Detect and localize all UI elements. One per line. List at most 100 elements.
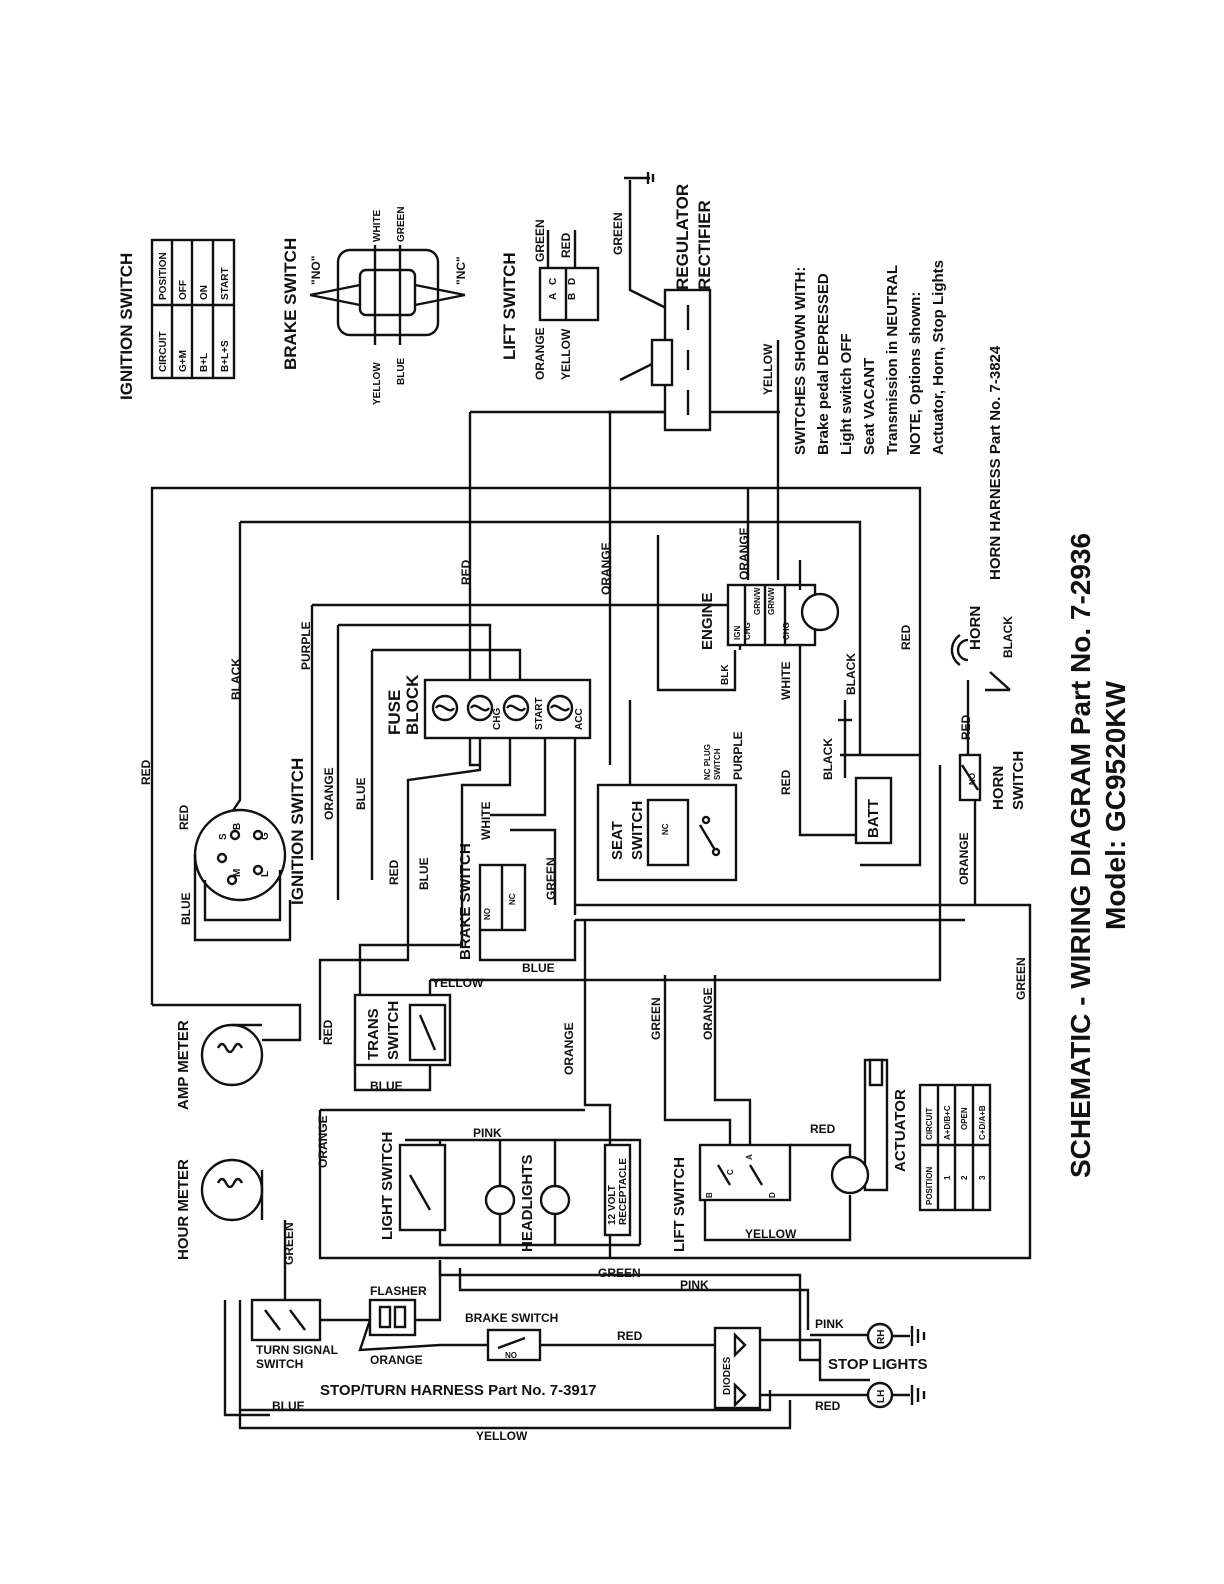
ign-l: L: [260, 871, 271, 877]
wire-red-far-left: RED: [139, 759, 153, 785]
seat-nc: NC: [661, 823, 670, 835]
seat-switch-label: SWITCH: [629, 801, 646, 860]
horn-switch-label-2: SWITCH: [1010, 751, 1027, 810]
ign-g: G: [260, 832, 271, 840]
horn-switch-label-1: HORN: [990, 766, 1007, 810]
wire-black-left: BLACK: [229, 658, 243, 700]
wire-orange-horn: ORANGE: [957, 832, 971, 885]
wire-orange-light: ORANGE: [316, 1115, 330, 1168]
wire-red-stop: RED: [815, 1399, 841, 1413]
wire-blue-lower: BLUE: [272, 1399, 305, 1413]
block-label: BLOCK: [403, 674, 422, 735]
nc-plug-label-2: SWITCH: [713, 748, 722, 780]
horn-no: NO: [968, 773, 977, 785]
engine-ign: IGN: [733, 626, 742, 640]
engine-label: ENGINE: [699, 592, 716, 650]
wire-yellow-trans: YELLOW: [432, 976, 484, 990]
brake-small-no: NO: [505, 1351, 517, 1360]
fuse-start: START: [534, 697, 545, 730]
wire-yellow-lift: YELLOW: [745, 1227, 797, 1241]
lift-a: A: [745, 1154, 754, 1160]
brake-detail-green: GREEN: [396, 206, 407, 242]
horn: [950, 634, 1011, 692]
engine-chg-2: CHG: [782, 622, 791, 640]
turn-signal-label-1: TURN SIGNAL: [256, 1343, 338, 1357]
brake-no: NO: [483, 908, 492, 920]
notes-line5: NOTE, Options shown:: [907, 292, 924, 455]
wire-green-lift: GREEN: [649, 997, 663, 1040]
headlights-label: HEADLIGHTS: [519, 1155, 536, 1253]
wire-red-amp: RED: [321, 1019, 335, 1045]
no-label: "NO": [309, 256, 323, 285]
act-header-position: POSITION: [925, 1167, 934, 1205]
wire-pink-light: PINK: [473, 1126, 502, 1140]
lift-detail-a: A: [548, 293, 559, 300]
diodes: [713, 1326, 762, 1410]
ign-header-circuit: CIRCUIT: [158, 331, 169, 372]
wire-blue-ign: BLUE: [354, 777, 368, 810]
light-switch: [398, 1143, 447, 1232]
wire-black-engine: BLACK: [844, 653, 858, 695]
wire-orange-ign: ORANGE: [322, 767, 336, 820]
regulator-label: REGULATOR: [673, 184, 692, 290]
wire-red-horn: RED: [959, 714, 973, 740]
lift-detail-b: B: [567, 293, 578, 300]
wire-orange-lift: ORANGE: [701, 987, 715, 1040]
stop-turn-harness-label: STOP/TURN HARNESS Part No. 7-3917: [320, 1382, 596, 1399]
lift-detail-orange: ORANGE: [533, 327, 547, 380]
diagram-title: SCHEMATIC - WIRING DIAGRAM Part No. 7-29…: [1065, 533, 1096, 1178]
battery: [838, 700, 893, 845]
nc-plug-label-1: NC PLUG: [703, 744, 712, 780]
nc-label: "NC": [454, 256, 468, 285]
wire-blue-trans: BLUE: [370, 1079, 403, 1093]
fuse-acc: ACC: [574, 708, 585, 730]
wire-pink-lower: PINK: [680, 1278, 709, 1292]
amp-meter-label: AMP METER: [175, 1020, 192, 1110]
horn-switch: [958, 753, 982, 802]
act-row2-pos: 2: [960, 1175, 969, 1180]
regulator-green: GREEN: [611, 212, 625, 255]
receptacle-label-1: 12 VOLT: [607, 1185, 618, 1225]
wire-purple-right: PURPLE: [731, 731, 745, 780]
lift-switch: [698, 1143, 792, 1202]
brake-switch-small-label: BRAKE SWITCH: [465, 1311, 558, 1325]
ign-header-position: POSITION: [158, 252, 169, 300]
wire-green-lower: GREEN: [598, 1266, 641, 1280]
wire-green-right: GREEN: [1014, 957, 1028, 1000]
notes-line1: Brake pedal DEPRESSED: [815, 273, 832, 455]
lift-c: C: [726, 1169, 735, 1175]
lift-switch-label: LIFT SWITCH: [671, 1157, 688, 1252]
ign-m: M: [232, 869, 243, 877]
wire-blue-brake: BLUE: [522, 961, 555, 975]
amp-meter: [200, 1023, 264, 1087]
actuator-table: [918, 1083, 992, 1212]
stop-lights-label: STOP LIGHTS: [828, 1356, 927, 1373]
ign-row3-pos: START: [220, 267, 231, 300]
brake-switch-connector-icon: [309, 245, 466, 345]
wire-red-lower: RED: [617, 1329, 643, 1343]
lift-detail-green: GREEN: [533, 219, 547, 262]
seat-switch: [596, 783, 738, 882]
wire-red-right: RED: [899, 624, 913, 650]
actuator: [830, 1058, 889, 1195]
ign-row1-pos: OFF: [178, 280, 189, 300]
stop-light-rh-label: RH: [876, 1330, 887, 1344]
fuse-label: FUSE: [385, 690, 404, 735]
engine-grnw-2: GRN/W: [767, 587, 776, 615]
engine: [726, 560, 840, 647]
batt-label: BATT: [865, 799, 882, 838]
ign-row3-circ: B+L+S: [220, 340, 231, 372]
notes-line2: Light switch OFF: [838, 333, 855, 455]
ign-s: S: [218, 833, 229, 840]
lift-detail-red: RED: [559, 232, 573, 258]
wire-orange-mid: ORANGE: [562, 1022, 576, 1075]
wire-red-actuator: RED: [810, 1122, 836, 1136]
lift-b: B: [705, 1192, 714, 1198]
seat-label: SEAT: [609, 821, 626, 860]
notes-line3: Seat VACANT: [861, 358, 878, 455]
notes-line6: Actuator, Horn, Stop Lights: [930, 260, 947, 455]
brake-detail-white: WHITE: [372, 209, 383, 242]
lift-detail-d: D: [567, 278, 578, 285]
turn-signal-label-2: SWITCH: [256, 1357, 303, 1371]
diodes-label: DIODES: [722, 1356, 733, 1395]
